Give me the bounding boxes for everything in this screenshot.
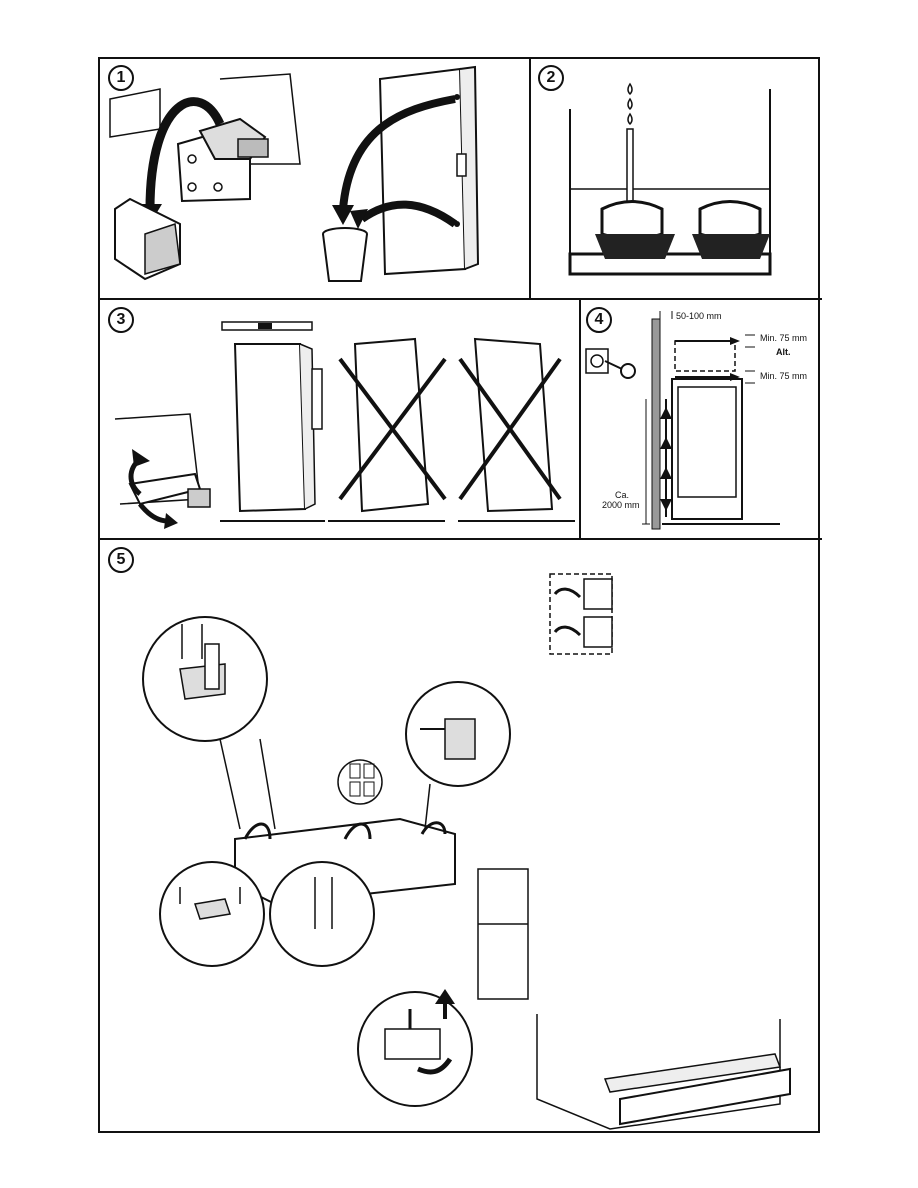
panel-3-levelling: 3 xyxy=(100,299,580,539)
defrost-tray-illustration xyxy=(530,59,822,299)
hinge-removal-illustration xyxy=(100,59,530,299)
alt-label: Alt. xyxy=(776,347,791,357)
height-value-label: 2000 mm xyxy=(602,500,640,510)
panel-4-ventilation-clearance: 4 xyxy=(580,299,822,539)
instruction-sheet-frame: 1 xyxy=(98,57,820,1133)
min-bottom-label: Min. 75 mm xyxy=(760,371,807,381)
gap-top-label: 50-100 mm xyxy=(676,311,722,321)
levelling-illustration xyxy=(100,299,580,539)
panel-1-door-hinge-removal: 1 xyxy=(100,59,530,299)
door-reversal-illustration xyxy=(100,539,822,1135)
panel-2-defrost-water-tray: 2 xyxy=(530,59,822,299)
height-ca-label: Ca. xyxy=(615,490,629,500)
panel-5-door-reversal: 5 xyxy=(100,539,822,1135)
min-top-label: Min. 75 mm xyxy=(760,333,807,343)
